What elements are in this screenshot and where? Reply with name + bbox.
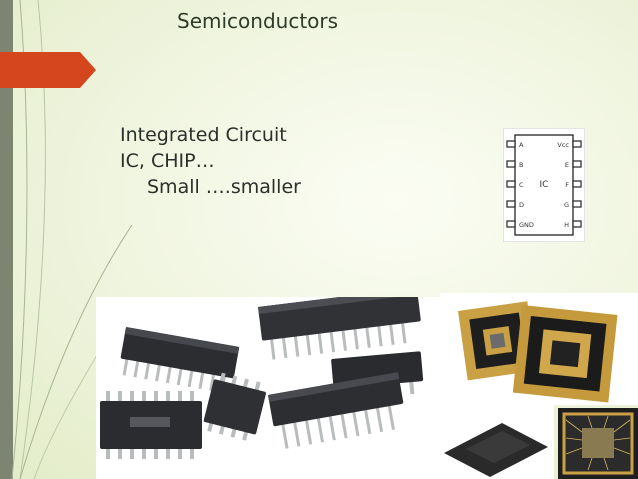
pin-label-c: C — [519, 181, 524, 189]
pin-label-e: E — [565, 161, 569, 169]
pin-label-a: A — [519, 141, 524, 149]
pin-label-vcc: Vcc — [557, 141, 569, 149]
pin-label-g: G — [564, 201, 569, 209]
die-bondwire-photo — [558, 408, 638, 479]
pin-label-f: F — [565, 181, 569, 189]
left-decorative-bar — [0, 0, 13, 479]
ceramic-packages-photo — [440, 293, 638, 405]
bga-chip-photo — [436, 405, 554, 479]
body-line-1: Integrated Circuit — [120, 124, 287, 146]
body-line-3: Small ….smaller — [147, 176, 301, 198]
pin-label-b: B — [519, 161, 523, 169]
ic-pin-diagram: A B C D GND Vcc E F G H IC — [503, 128, 585, 242]
pin-label-h: H — [564, 221, 569, 229]
body-text: Integrated Circuit IC, CHIP… Small ….sma… — [120, 122, 301, 200]
slide-title: Semiconductors — [177, 9, 339, 33]
dip-chips-photo — [96, 297, 440, 479]
title-accent-arrow — [0, 52, 96, 88]
body-line-2: IC, CHIP… — [120, 150, 215, 172]
pin-label-d: D — [519, 201, 524, 209]
ic-diagram-drawing: A B C D GND Vcc E F G H IC — [506, 134, 582, 236]
ic-center-label: IC — [540, 180, 549, 190]
pin-label-gnd: GND — [519, 221, 534, 229]
